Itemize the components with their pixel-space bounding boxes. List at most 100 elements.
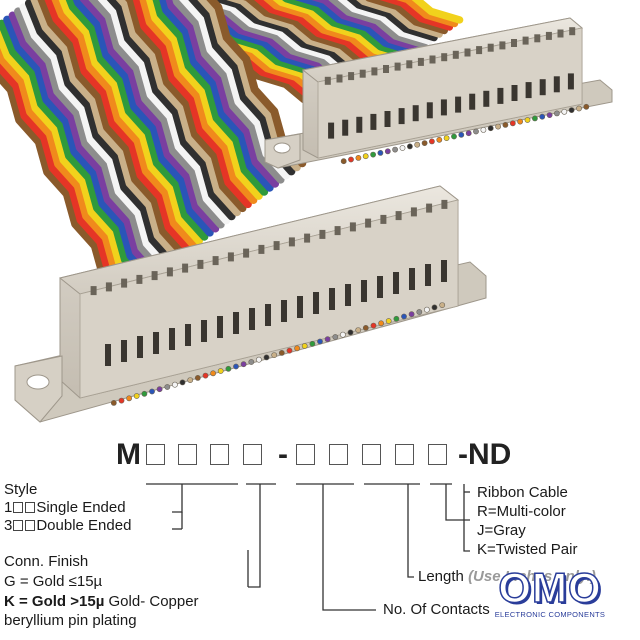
wire bbox=[3, 15, 154, 282]
wire bbox=[179, 0, 290, 180]
connector-slot bbox=[384, 111, 391, 127]
wire bbox=[65, 0, 209, 241]
connector-slot bbox=[324, 76, 331, 85]
connector-slot bbox=[258, 244, 265, 254]
connector-pin bbox=[480, 126, 487, 133]
connector-slot bbox=[329, 288, 335, 310]
finish-gold-high-desc: Gold- Copper bbox=[104, 593, 199, 610]
wire bbox=[58, 0, 203, 245]
part-number-box bbox=[243, 444, 262, 465]
wire bbox=[254, 0, 398, 70]
placeholder-box bbox=[25, 520, 36, 531]
connector-pin bbox=[210, 370, 216, 377]
length-note: (Use Inches only.) bbox=[468, 568, 596, 585]
connector-pin bbox=[309, 340, 316, 347]
connector-slot bbox=[398, 108, 405, 125]
connector-pin bbox=[421, 140, 428, 146]
connector-slot bbox=[417, 57, 424, 66]
connector-slot bbox=[136, 274, 143, 284]
connector-pin bbox=[378, 320, 384, 327]
connector-slot bbox=[281, 300, 287, 322]
connector-pin bbox=[149, 388, 155, 395]
wire bbox=[226, 0, 387, 77]
wire bbox=[172, 0, 285, 184]
connector-slot bbox=[169, 328, 175, 350]
connector-slot bbox=[441, 53, 448, 62]
connector-pin bbox=[278, 349, 285, 356]
connector-pin bbox=[301, 343, 308, 349]
connector-pin bbox=[546, 112, 553, 118]
connector-slot bbox=[121, 340, 127, 362]
connector-pin bbox=[248, 359, 255, 365]
part-number-box bbox=[395, 444, 414, 465]
wire bbox=[189, 0, 372, 88]
wire bbox=[282, 0, 413, 59]
wire bbox=[30, 0, 182, 262]
connector-slot bbox=[380, 214, 387, 224]
wire bbox=[396, 0, 459, 28]
wire bbox=[97, 0, 231, 225]
wire bbox=[365, 0, 448, 35]
connector-pin bbox=[406, 143, 413, 150]
wire bbox=[88, 0, 225, 229]
wire bbox=[146, 0, 263, 200]
length-label: Length (Use Inches only.) bbox=[418, 568, 596, 586]
connector-slot bbox=[233, 312, 239, 334]
connector-pin bbox=[110, 399, 117, 406]
ribbon-title: Ribbon Cable bbox=[477, 484, 568, 501]
connector-slot bbox=[182, 263, 189, 273]
connector-pin bbox=[393, 315, 400, 322]
connector-pin bbox=[202, 372, 209, 379]
connector-slot bbox=[476, 46, 483, 55]
connector-pin bbox=[217, 368, 224, 374]
wire bbox=[159, 0, 274, 192]
connector-slot bbox=[412, 105, 419, 122]
part-number-prefix: M bbox=[116, 438, 141, 471]
wire bbox=[379, 0, 454, 31]
connector-pin bbox=[164, 384, 171, 390]
connector-slot bbox=[297, 296, 303, 318]
connector-pin bbox=[141, 390, 148, 397]
connector-pin bbox=[436, 136, 443, 143]
connector-slot bbox=[137, 336, 143, 358]
part-number: M - -ND bbox=[0, 438, 640, 478]
connector-slot bbox=[441, 199, 448, 209]
connector-slot bbox=[511, 39, 517, 47]
wire bbox=[115, 0, 241, 217]
connector-slot bbox=[212, 256, 219, 266]
connector-pin bbox=[385, 318, 392, 324]
connector-pin bbox=[133, 393, 140, 399]
wire bbox=[0, 71, 127, 302]
wire bbox=[79, 0, 220, 233]
connector-pin bbox=[179, 379, 186, 386]
wire bbox=[243, 0, 393, 74]
connector-slot bbox=[90, 286, 97, 296]
wire bbox=[24, 0, 176, 266]
connector-slot bbox=[105, 282, 112, 292]
connector-pin bbox=[347, 329, 354, 336]
style-option-1-code: 1 bbox=[4, 499, 13, 516]
wire bbox=[132, 0, 252, 209]
wire bbox=[198, 0, 377, 84]
connector-slot bbox=[304, 233, 311, 243]
connector-pin bbox=[416, 309, 423, 315]
finish-gold-low: G = Gold ≤15µ bbox=[4, 573, 103, 590]
ribbon-option-j: J=Gray bbox=[477, 522, 526, 539]
logo-subtext: ELECTRONIC COMPONENTS bbox=[494, 610, 606, 619]
wire bbox=[139, 0, 258, 204]
connector-pin bbox=[348, 156, 354, 163]
connector-pin bbox=[554, 110, 560, 117]
finish-gold-high-code: K = Gold >15µ bbox=[4, 593, 105, 610]
connector-pin bbox=[495, 123, 501, 130]
connector-slot bbox=[377, 276, 383, 298]
wire bbox=[0, 43, 138, 294]
wire bbox=[0, 26, 144, 290]
connector-pin bbox=[255, 356, 262, 363]
connector-pin bbox=[401, 313, 407, 320]
connector-slot bbox=[359, 69, 366, 78]
placeholder-box bbox=[25, 502, 36, 513]
connector-slot bbox=[567, 73, 574, 90]
connector-slot bbox=[441, 260, 447, 282]
connector-pin bbox=[225, 365, 232, 372]
